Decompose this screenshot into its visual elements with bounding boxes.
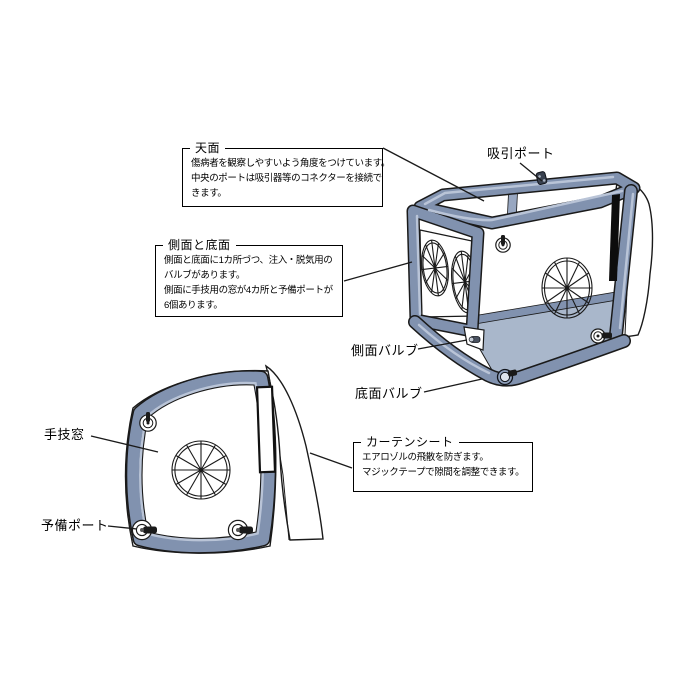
side-valve-icon	[463, 326, 485, 351]
callout-curtain-sheet-body: エアロゾルの飛散を防ぎます。 マジックテープで隙間を調整できます。	[362, 452, 525, 478]
velcro-strip	[609, 194, 620, 281]
callout-side-and-bottom-body: 側面と底面に1カ所づつ、注入・脱気用の バルブがあります。 側面に手技用の窓が4…	[164, 255, 333, 311]
tube-highlight	[415, 214, 422, 316]
hand-window-hub	[565, 286, 569, 290]
label-suction-port: 吸引ポート	[487, 146, 555, 161]
callout-top-face: 天面 傷病者を観察しやすいよう角度をつけています。 中央のポートは吸引器等のコネ…	[182, 141, 390, 207]
side-panel-illustration	[124, 364, 324, 554]
velcro-tab	[255, 385, 277, 474]
bottom-valve-icon	[496, 368, 518, 386]
hand-window-hub	[433, 266, 437, 270]
label-bottom-valve: 底面バルブ	[355, 386, 423, 401]
callout-side-and-bottom: 側面と底面 側面と底面に1カ所づつ、注入・脱気用の バルブがあります。 側面に手…	[155, 238, 343, 317]
tube-highlight	[417, 323, 491, 375]
panel-curtain-drape	[264, 364, 324, 541]
spare-port-icon-bottom-left	[131, 519, 157, 541]
spare-port-icon-top	[139, 412, 157, 432]
hand-window-hub	[198, 467, 204, 473]
aerosol-box-3d-illustration	[390, 171, 654, 387]
spare-port-icon	[495, 235, 511, 253]
tube-highlight	[427, 189, 624, 222]
label-spare-port: 予備ポート	[41, 518, 109, 533]
callout-curtain-sheet: カーテンシート エアロゾルの飛散を防ぎます。 マジックテープで隙間を調整できます…	[353, 435, 533, 492]
curtain-fold-line	[279, 455, 290, 541]
tube-highlight	[618, 192, 635, 330]
callout-side-and-bottom-title: 側面と底面	[163, 238, 236, 253]
callout-top-face-body: 傷病者を観察しやすいよう角度をつけています。 中央のポートは吸引器等のコネクター…	[191, 158, 390, 199]
label-hand-window: 手技窓	[44, 427, 85, 442]
right-frame-tube-fill	[610, 185, 637, 341]
hand-window-hub	[463, 280, 467, 284]
callout-top-face-title: 天面	[190, 141, 226, 156]
callout-curtain-sheet-title: カーテンシート	[361, 435, 459, 450]
spare-port-icon-bottom-right	[227, 519, 253, 541]
front-spare-port-icon	[590, 328, 612, 344]
label-side-valve: 側面バルブ	[351, 343, 419, 358]
panel-frame-tube-fill	[127, 371, 275, 553]
